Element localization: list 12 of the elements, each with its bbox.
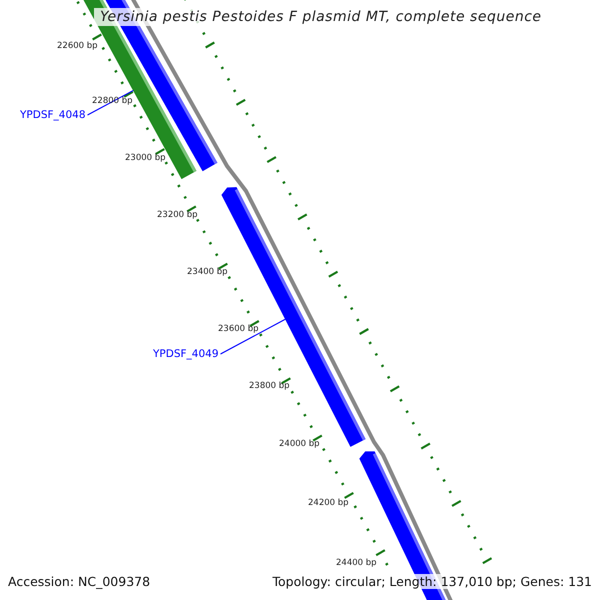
- position-label: 23600 bp: [218, 324, 259, 334]
- position-label: 24000 bp: [279, 439, 320, 449]
- gene-label: YPDSF_4049: [153, 348, 219, 360]
- position-label: 23200 bp: [157, 210, 198, 220]
- position-label: 23000 bp: [125, 153, 166, 163]
- position-label: 24400 bp: [336, 558, 377, 568]
- position-label: 24200 bp: [308, 498, 349, 508]
- position-label: 23800 bp: [249, 381, 290, 391]
- leader-line: [220, 318, 286, 354]
- gene-label: YPDSF_4048: [20, 109, 86, 121]
- position-label: 22600 bp: [57, 41, 98, 51]
- position-label: 23400 bp: [187, 267, 228, 277]
